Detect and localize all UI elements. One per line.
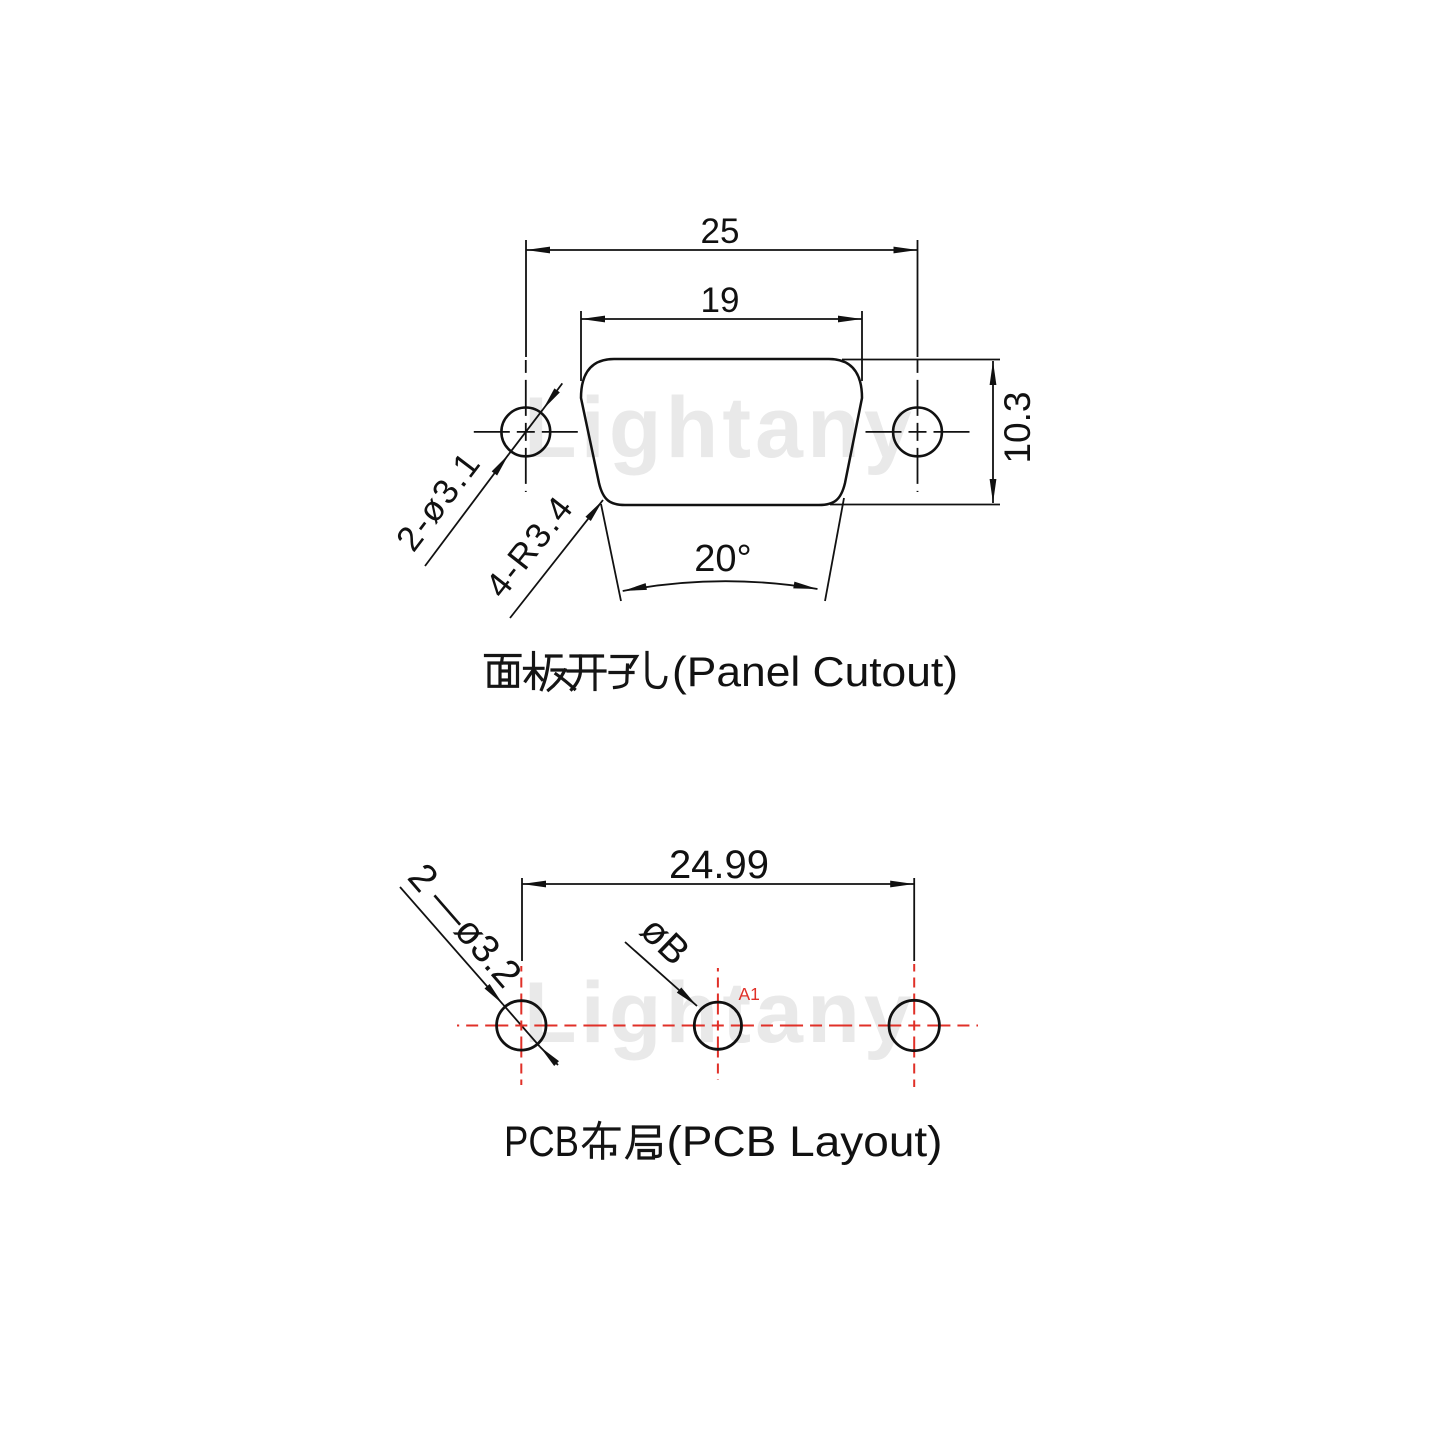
svg-text:(Panel Cutout): (Panel Cutout) [672, 648, 958, 695]
svg-text:(PCB Layout): (PCB Layout) [667, 1118, 943, 1166]
svg-text:A1: A1 [739, 984, 760, 1004]
svg-text:Lightany: Lightany [524, 965, 916, 1061]
svg-text:19: 19 [701, 281, 740, 320]
svg-text:2—ø3.2: 2—ø3.2 [399, 856, 529, 996]
svg-text:20°: 20° [694, 538, 751, 580]
svg-text:24.99: 24.99 [669, 843, 769, 887]
svg-text:Lightany: Lightany [524, 380, 916, 476]
svg-text:øB: øB [632, 908, 698, 974]
svg-text:25: 25 [701, 212, 740, 251]
svg-text:PCB: PCB [504, 1118, 579, 1166]
svg-text:10.3: 10.3 [997, 391, 1038, 463]
